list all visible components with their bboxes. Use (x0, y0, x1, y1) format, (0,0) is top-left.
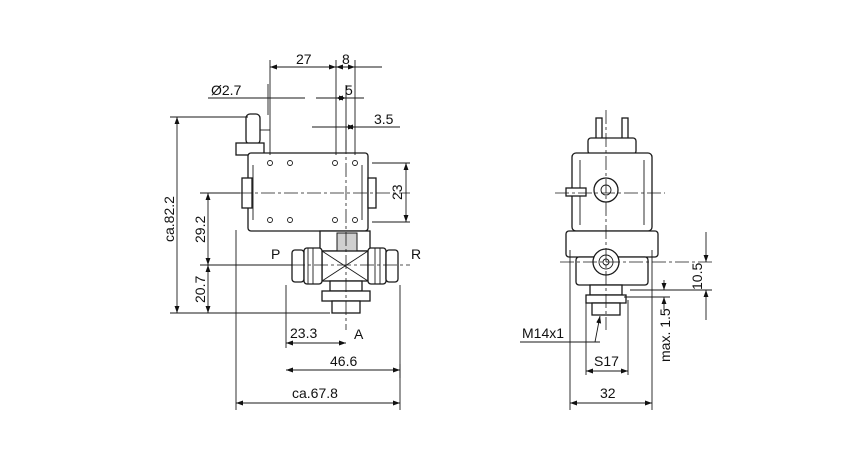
port-label-r: R (411, 246, 421, 262)
front-view: 27 8 Ø2.7 5 3.5 ca.82.2 29.2 20.7 23 23.… (161, 51, 421, 410)
dim-10-5: 10.5 (689, 263, 705, 290)
dim-ca-67-8: ca.67.8 (292, 385, 338, 401)
dim-23: 23 (389, 184, 405, 200)
dim-32: 32 (600, 385, 616, 401)
port-label-a: A (354, 326, 364, 342)
dim-8: 8 (342, 51, 350, 67)
dim-max-1-5: max. 1.5 (657, 308, 673, 362)
dim-ca-82-2: ca.82.2 (161, 196, 177, 242)
dim-3-5: 3.5 (374, 111, 394, 127)
port-label-p: P (271, 246, 280, 262)
coil-housing (241, 152, 377, 232)
valve-body (319, 230, 371, 314)
dim-diameter-2-7: Ø2.7 (211, 82, 242, 98)
dim-29-2: 29.2 (192, 216, 208, 243)
side-view: 10.5 max. 1.5 M14x1 S17 32 (520, 110, 712, 410)
fitting-r (367, 247, 399, 285)
dim-23-3: 23.3 (290, 325, 317, 341)
thread-label-m14x1: M14x1 (522, 325, 564, 341)
dim-46-6: 46.6 (330, 353, 357, 369)
dim-27: 27 (296, 51, 312, 67)
dim-5: 5 (345, 82, 353, 98)
fitting-p (291, 247, 323, 285)
plug-tab (235, 113, 270, 156)
dim-s17: S17 (594, 353, 619, 369)
dim-20-7: 20.7 (192, 276, 208, 303)
